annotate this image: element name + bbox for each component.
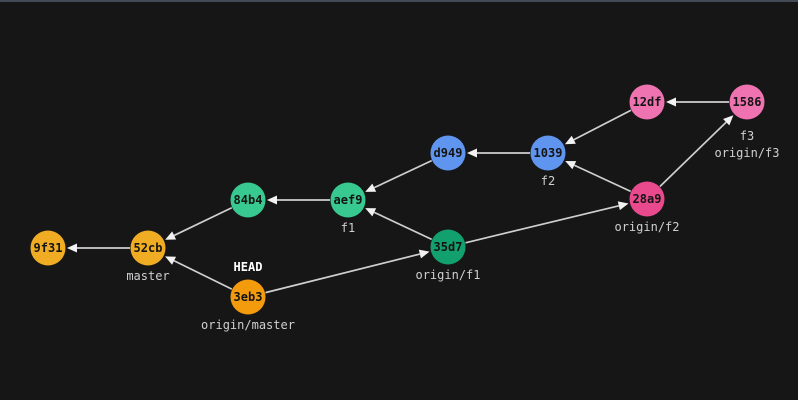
commit-edge-12df-to-1039: [564, 109, 632, 145]
commit-hash-label: 28a9: [633, 192, 662, 206]
edge-arrowhead-icon: [165, 231, 177, 240]
commit-node-28a9[interactable]: 28a9 origin/f2: [614, 181, 680, 235]
ref-label-origin-master: origin/master: [201, 318, 295, 332]
ref-label-origin-f1: origin/f1: [415, 268, 480, 282]
commit-hash-label: 1586: [733, 95, 762, 109]
commit-hash-label: aef9: [334, 193, 363, 207]
commit-edge-84b4-to-52cb: [165, 207, 233, 240]
edge-arrowhead-icon: [418, 249, 430, 259]
window-top-edge: [0, 0, 798, 2]
edge-arrowhead-icon: [365, 183, 377, 192]
edge-line: [465, 204, 620, 244]
commit-node-35d7[interactable]: 35d7 origin/f1: [415, 229, 481, 283]
edge-arrowhead-icon: [666, 97, 676, 107]
commit-node-12df[interactable]: 12df: [629, 84, 665, 120]
ref-label-f3: f3: [740, 129, 754, 143]
edge-arrowhead-icon: [67, 243, 77, 253]
commit-hash-label: 9f31: [34, 241, 63, 255]
edge-line: [373, 211, 433, 241]
commit-hash-label: 1039: [534, 146, 563, 160]
commit-circle-icon[interactable]: [130, 230, 166, 266]
edge-arrowhead-icon: [165, 256, 177, 265]
commit-edge-52cb-to-9f31: [67, 243, 130, 253]
commit-circle-icon[interactable]: [629, 84, 665, 120]
commit-edge-35d7-to-aef9: [365, 208, 433, 241]
commit-node-52cb[interactable]: 52cb master: [126, 230, 170, 284]
commit-node-3eb3[interactable]: 3eb3 origin/master HEAD: [201, 260, 295, 332]
edge-arrowhead-icon: [565, 161, 577, 170]
commit-node-84b4[interactable]: 84b4: [230, 182, 266, 218]
ref-label-f2: f2: [541, 174, 555, 188]
commit-hash-label: 12df: [633, 95, 662, 109]
edge-line: [373, 159, 433, 189]
edge-line: [573, 109, 632, 141]
edge-line: [173, 207, 233, 237]
edge-line: [173, 259, 233, 290]
commit-edge-3eb3-to-35d7: [265, 249, 430, 294]
commit-edge-28a9-to-1039: [565, 161, 632, 193]
edge-line: [659, 121, 727, 188]
ref-label-f1: f1: [341, 221, 355, 235]
commit-circle-icon[interactable]: [729, 84, 765, 120]
commit-circle-icon[interactable]: [430, 229, 466, 265]
commit-hash-label: d949: [434, 146, 463, 160]
ref-label-origin-f3: origin/f3: [714, 146, 779, 160]
edge-arrowhead-icon: [617, 201, 629, 211]
commit-node-9f31[interactable]: 9f31: [30, 230, 66, 266]
commit-circle-icon[interactable]: [30, 230, 66, 266]
commit-hash-label: 3eb3: [234, 290, 263, 304]
edge-line: [265, 253, 421, 294]
commit-edge-3eb3-to-52cb: [165, 256, 233, 290]
commit-edge-1039-to-d949: [467, 148, 530, 158]
commit-circle-icon[interactable]: [629, 181, 665, 217]
commit-circle-icon[interactable]: [230, 182, 266, 218]
ref-label-master: master: [126, 269, 169, 283]
ref-label-origin-f2: origin/f2: [614, 220, 679, 234]
commit-node-aef9[interactable]: aef9 f1: [330, 182, 366, 236]
edge-line: [573, 164, 632, 193]
commit-hash-label: 84b4: [234, 193, 263, 207]
commit-edge-d949-to-aef9: [365, 159, 433, 192]
commit-edge-aef9-to-84b4: [267, 195, 330, 205]
commit-circle-icon[interactable]: [330, 182, 366, 218]
edge-arrowhead-icon: [564, 135, 576, 145]
commit-circle-icon[interactable]: [230, 279, 266, 315]
commit-hash-label: 52cb: [134, 241, 163, 255]
head-label: HEAD: [234, 260, 263, 274]
commit-edge-28a9-to-1586: [659, 115, 734, 188]
commit-circle-icon[interactable]: [530, 135, 566, 171]
edge-arrowhead-icon: [365, 208, 377, 217]
commit-hash-label: 35d7: [434, 240, 463, 254]
edge-arrowhead-icon: [267, 195, 277, 205]
edge-arrowhead-icon: [723, 115, 734, 126]
commit-node-1039[interactable]: 1039 f2: [530, 135, 566, 189]
commit-node-1586[interactable]: 1586 f3 origin/f3: [714, 84, 780, 161]
edge-arrowhead-icon: [467, 148, 477, 158]
commit-circle-icon[interactable]: [430, 135, 466, 171]
commit-edge-1586-to-12df: [666, 97, 729, 107]
commit-node-d949[interactable]: d949: [430, 135, 466, 171]
commit-edge-35d7-to-28a9: [465, 201, 629, 244]
